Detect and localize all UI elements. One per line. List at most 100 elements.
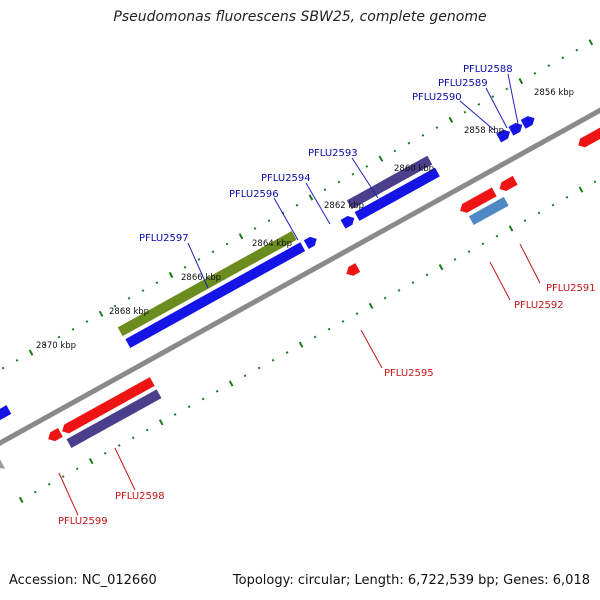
reverse-cds[interactable] bbox=[497, 175, 518, 193]
forward-cds[interactable] bbox=[496, 127, 512, 143]
scale-tick-dot bbox=[225, 242, 229, 246]
tick-label: 2862 kbp bbox=[324, 201, 364, 211]
scale-tick-dot bbox=[467, 250, 471, 253]
scale-tick-dot bbox=[438, 264, 444, 271]
leader-line bbox=[507, 73, 519, 125]
forward-cds[interactable] bbox=[340, 214, 357, 229]
scale-tick-dot bbox=[75, 467, 79, 471]
reverse-cds[interactable] bbox=[0, 459, 6, 472]
scale-tick-dot bbox=[565, 195, 569, 199]
scale-tick-dot bbox=[145, 428, 149, 432]
gene-label[interactable]: PFLU2599 bbox=[58, 516, 108, 527]
scale-tick-dot bbox=[351, 172, 355, 176]
scale-tick-dot bbox=[98, 310, 104, 317]
scale-tick-dot bbox=[491, 95, 495, 98]
scale-tick-dot bbox=[578, 186, 584, 193]
scale-tick-dot bbox=[435, 126, 439, 130]
forward-cds[interactable] bbox=[520, 114, 537, 129]
scale-tick-dot bbox=[113, 304, 117, 308]
gene-label[interactable]: PFLU2597 bbox=[139, 233, 189, 244]
gene-feature[interactable] bbox=[468, 196, 509, 226]
scale-tick-dot bbox=[393, 149, 397, 153]
scale-tick-dot bbox=[518, 78, 524, 85]
scale-tick-dot bbox=[43, 343, 47, 347]
scale-tick-dot bbox=[15, 359, 19, 362]
gene-label[interactable]: PFLU2595 bbox=[384, 368, 434, 379]
forward-cds[interactable] bbox=[0, 405, 12, 431]
scale-tick-dot bbox=[463, 110, 467, 114]
scale-tick-dot bbox=[533, 71, 537, 75]
gene-label[interactable]: PFLU2598 bbox=[115, 491, 165, 502]
gene-label[interactable]: PFLU2594 bbox=[261, 173, 311, 184]
scale-tick-dot bbox=[183, 265, 187, 269]
scale-tick-dot bbox=[421, 134, 425, 137]
leader-line bbox=[114, 447, 136, 491]
scale-tick-dot bbox=[495, 234, 499, 238]
scale-tick-dot bbox=[593, 180, 597, 184]
scale-tick-dot bbox=[285, 351, 289, 354]
gene-labels: PFLU2588 PFLU2589 PFLU2590 PFLU2593 PFLU… bbox=[58, 64, 596, 527]
gene-label[interactable]: PFLU2588 bbox=[463, 64, 513, 75]
genome-summary: Topology: circular; Length: 6,722,539 bp… bbox=[232, 573, 590, 588]
scale-tick-dot bbox=[168, 271, 174, 279]
scale-tick-dot bbox=[197, 258, 201, 261]
scale-tick-dot bbox=[308, 194, 314, 201]
reverse-cds[interactable] bbox=[344, 263, 361, 278]
scale-tick-dot bbox=[141, 289, 145, 292]
scale-tick-dot bbox=[155, 281, 159, 285]
tick-label: 2864 kbp bbox=[252, 239, 292, 249]
gene-label[interactable]: PFLU2593 bbox=[308, 148, 358, 159]
scale-tick-dot bbox=[508, 225, 514, 232]
scale-tick-dot bbox=[1, 366, 5, 370]
tick-label: 2860 kbp bbox=[394, 164, 434, 174]
map-title: Pseudomonas fluorescens SBW25, complete … bbox=[113, 9, 487, 25]
scale-tick-dot bbox=[88, 457, 94, 465]
scale-tick-dot bbox=[341, 320, 345, 323]
gene-feature[interactable] bbox=[66, 389, 162, 449]
scale-tick-dot bbox=[211, 250, 215, 254]
gene-label[interactable]: PFLU2591 bbox=[546, 283, 596, 294]
scale-tick-dot bbox=[547, 64, 551, 67]
scale-tick-dot bbox=[243, 374, 247, 378]
reverse-cds[interactable] bbox=[576, 107, 600, 150]
scale-tick-dot bbox=[127, 296, 131, 300]
scale-tick-dot bbox=[173, 413, 177, 416]
leader-line bbox=[305, 182, 331, 225]
reverse-cds[interactable] bbox=[458, 187, 497, 216]
leader-line bbox=[351, 157, 379, 199]
scale-tick-dot bbox=[253, 227, 257, 230]
scale-ticks bbox=[1, 39, 597, 503]
reverse-cds[interactable] bbox=[60, 377, 155, 436]
gene-label[interactable]: PFLU2596 bbox=[229, 189, 279, 200]
gene-label[interactable]: PFLU2592 bbox=[514, 300, 564, 311]
scale-tick-dot bbox=[18, 496, 24, 503]
scale-tick-dot bbox=[523, 219, 527, 222]
accession-text: Accession: NC_012660 bbox=[9, 573, 157, 588]
scale-tick-dot bbox=[215, 389, 219, 393]
scale-tick-dot bbox=[337, 180, 341, 184]
leader-line bbox=[459, 100, 495, 131]
scale-tick-dot bbox=[295, 203, 299, 207]
forward-cds[interactable] bbox=[508, 121, 524, 136]
scale-tick-dot bbox=[383, 296, 387, 300]
leader-line bbox=[519, 243, 541, 284]
gene-feature[interactable] bbox=[346, 155, 433, 210]
reverse-cds[interactable] bbox=[46, 428, 63, 444]
scale-tick-dot bbox=[327, 327, 331, 331]
scale-tick-dot bbox=[57, 335, 61, 339]
scale-tick-dot bbox=[551, 203, 555, 207]
forward-cds[interactable] bbox=[354, 167, 440, 221]
scale-tick-dot bbox=[425, 273, 429, 277]
gene-label[interactable]: PFLU2590 bbox=[412, 92, 462, 103]
gene-label[interactable]: PFLU2589 bbox=[438, 78, 488, 89]
tick-label: 2870 kbp bbox=[36, 341, 76, 351]
forward-cds[interactable] bbox=[125, 242, 306, 348]
tick-label: 2868 kbp bbox=[109, 307, 149, 317]
tick-label: 2856 kbp bbox=[534, 88, 574, 98]
scale-tick-dot bbox=[228, 380, 234, 387]
scale-tick-dot bbox=[187, 405, 191, 409]
tick-label: 2858 kbp bbox=[464, 126, 504, 136]
forward-cds[interactable] bbox=[303, 234, 319, 250]
gene-feature[interactable] bbox=[117, 230, 297, 337]
